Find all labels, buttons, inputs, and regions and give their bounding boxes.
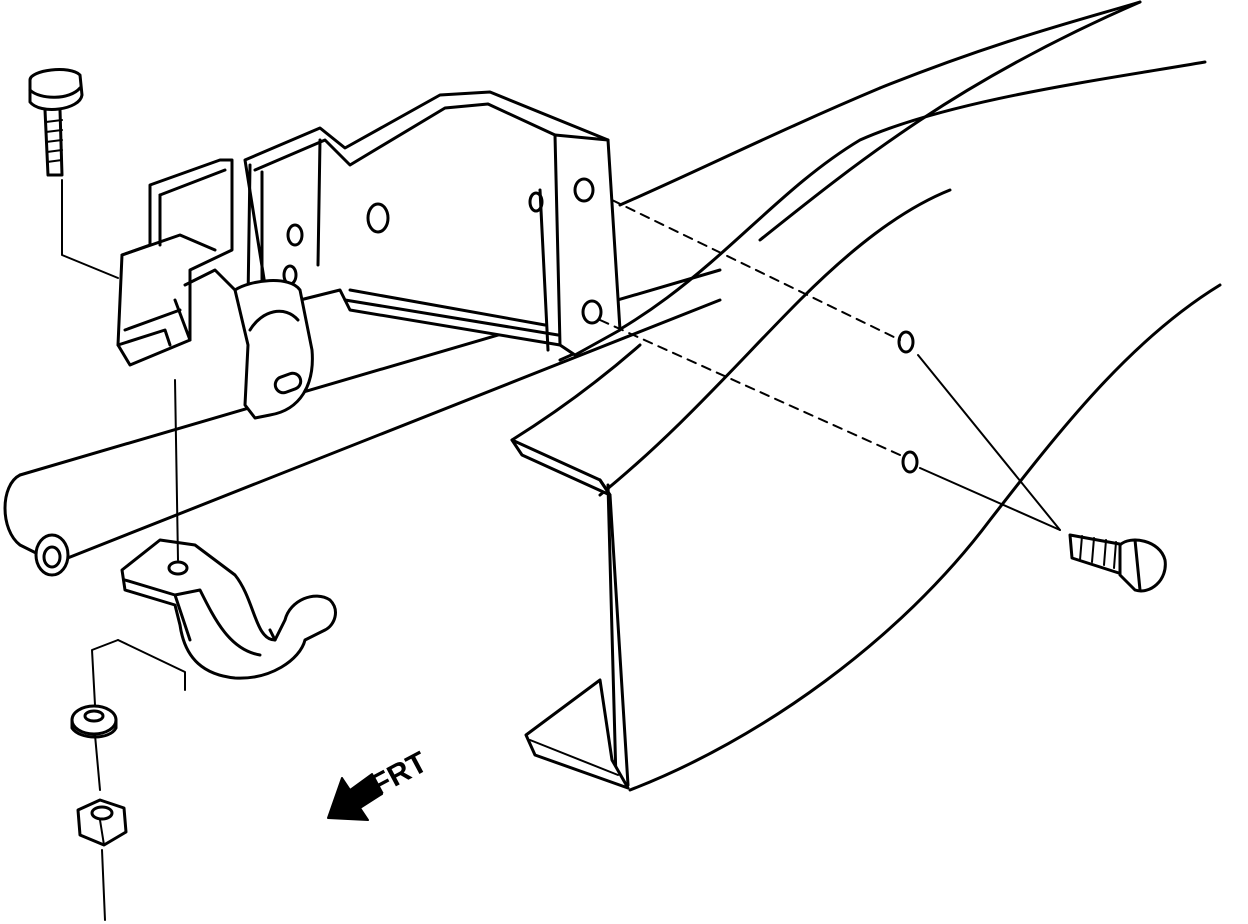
assembly-lines: [61, 179, 1061, 921]
front-direction-indicator: FRT: [327, 746, 433, 821]
frame-holes: [897, 330, 919, 474]
lock-washer: [70, 704, 118, 739]
upper-bolt: [28, 68, 84, 177]
upper-clamp: [116, 158, 314, 420]
slot-hole: [273, 371, 303, 395]
frame-hole: [897, 330, 915, 354]
clamp-hole: [167, 560, 189, 576]
frame-hole: [901, 450, 919, 474]
front-label: FRT: [366, 746, 433, 803]
side-bolt: [1068, 533, 1167, 593]
bracket-hole: [573, 177, 595, 203]
arrow-left-down-icon: [327, 773, 383, 821]
bracket-hole: [286, 223, 304, 247]
hex-nut: [76, 798, 128, 847]
lower-clamp: [120, 538, 337, 680]
frame-rail: [510, 0, 1222, 792]
bracket-hole: [581, 299, 603, 325]
bracket-hole: [366, 202, 390, 234]
